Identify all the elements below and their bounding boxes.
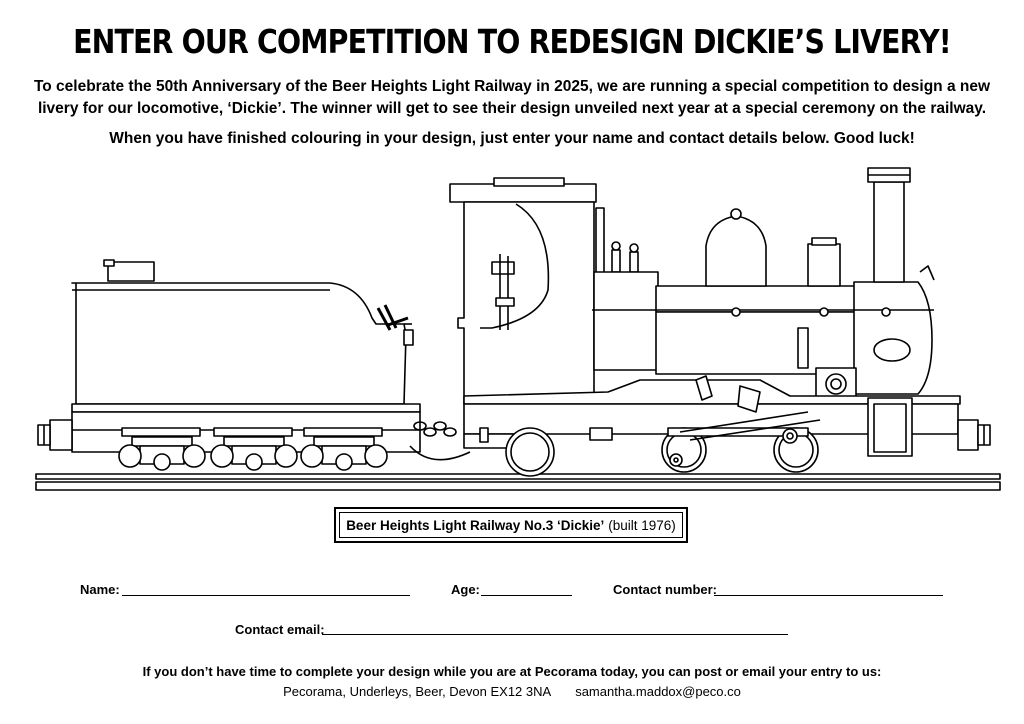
- name-label: Name:: [80, 582, 120, 597]
- contact-email: samantha.maddox@peco.co: [575, 684, 741, 699]
- tender: [37, 259, 421, 471]
- tender-bogie: [118, 427, 206, 471]
- tender-bogie: [300, 427, 388, 471]
- locomotive: [449, 167, 991, 477]
- page-title: ENTER OUR COMPETITION TO REDESIGN DICKIE…: [73, 22, 952, 61]
- locomotive-illustration: [35, 167, 1001, 491]
- intro-paragraph: To celebrate the 50th Anniversary of the…: [33, 78, 991, 117]
- instructions-paragraph: When you have finished colouring in your…: [109, 130, 915, 147]
- coupling: [409, 421, 471, 461]
- contact-number-label: Contact number:: [613, 582, 717, 597]
- contact-number-field[interactable]: [714, 595, 943, 596]
- name-field[interactable]: [122, 595, 410, 596]
- locomotive-nameplate: Beer Heights Light Railway No.3 ‘Dickie’…: [334, 507, 688, 543]
- contact-email-label: Contact email:: [235, 622, 325, 637]
- nameplate-built: (built 1976): [608, 517, 676, 533]
- age-field[interactable]: [481, 595, 572, 596]
- footer-instructions: If you don’t have time to complete your …: [142, 664, 882, 679]
- postal-address: Pecorama, Underleys, Beer, Devon EX12 3N…: [283, 684, 552, 699]
- tender-bogie: [210, 427, 298, 471]
- nameplate-name: Beer Heights Light Railway No.3 ‘Dickie’: [346, 517, 605, 533]
- contact-email-field[interactable]: [322, 634, 788, 635]
- track: [35, 473, 1001, 491]
- footer-contact: Pecorama, Underleys, Beer, Devon EX12 3N…: [0, 684, 1024, 699]
- age-label: Age:: [451, 582, 480, 597]
